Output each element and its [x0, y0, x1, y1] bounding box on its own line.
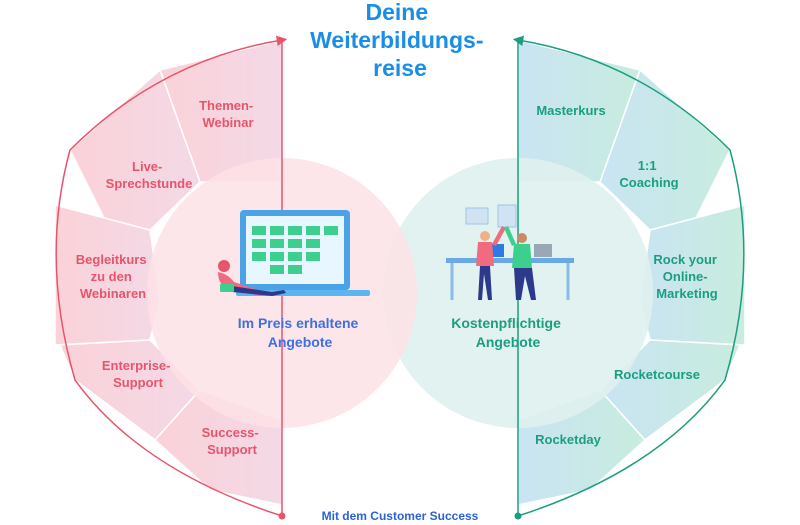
segment-label-live-sprechstunde: Live- Sprechstunde [106, 159, 193, 191]
title-line-2: Weiterbildungs- [310, 27, 483, 53]
segment-label-rock-your-online-marketing: Rock your Online- Marketing [653, 252, 720, 301]
left-start-dot [278, 512, 286, 520]
left-ring [54, 39, 283, 506]
title: Deine Weiterbildungs- reise [310, 0, 490, 81]
segment-label-themen-webinar: Themen- Webinar [199, 98, 257, 130]
left-segment-2 [69, 69, 201, 231]
right-center-label: Kostenpflichtige Angebote [451, 315, 565, 350]
footer-label: Mit dem Customer Success [322, 509, 479, 523]
segment-label-masterkurs: Masterkurs [536, 103, 605, 118]
segment-label-rocketcourse: Rocketcourse [614, 367, 700, 382]
segment-label-begleitkurs: Begleitkurs zu den Webinaren [76, 252, 150, 301]
title-line-1: Deine [365, 0, 428, 25]
right-start-dot [514, 512, 522, 520]
title-line-3: reise [373, 55, 427, 81]
team-illustration [446, 204, 574, 300]
laptop-illustration [218, 210, 370, 296]
segment-label-enterprise-support: Enterprise- Support [102, 358, 174, 390]
right-outer-arc [512, 35, 745, 517]
left-center-label: Im Preis erhaltene Angebote [238, 315, 363, 350]
segment-label-coaching: 1:1 Coaching [619, 158, 678, 190]
segment-label-rocketday: Rocketday [535, 432, 602, 447]
segment-label-success-support: Success- Support [202, 425, 263, 457]
left-outer-arc [55, 35, 288, 517]
